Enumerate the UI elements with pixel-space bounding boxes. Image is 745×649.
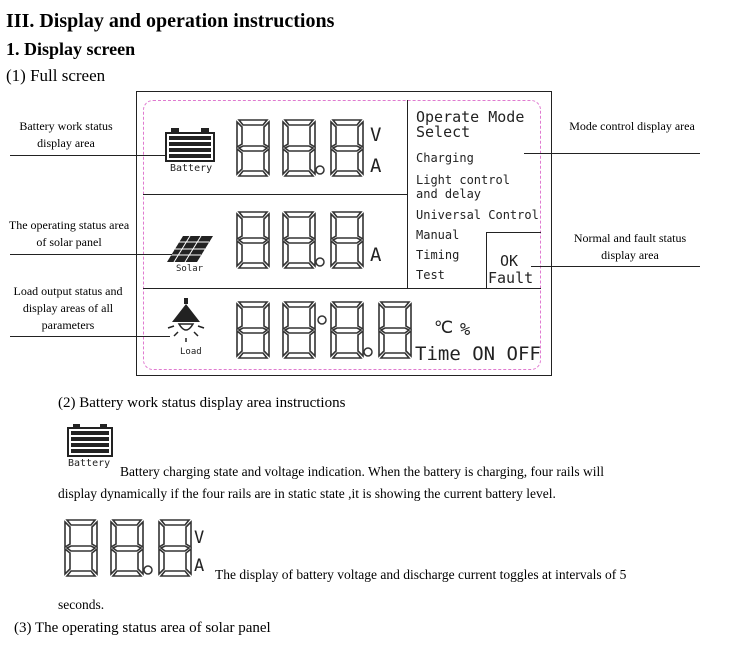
callout-fault: Normal and fault status display area: [573, 231, 687, 262]
leader-fault: [531, 266, 700, 267]
section2-paragraph2-line1: The display of battery voltage and disch…: [215, 567, 627, 582]
solar-seven-segment-display: [236, 211, 364, 269]
section2-paragraph2-line2: seconds.: [58, 597, 105, 612]
solar-icon-label: Solar: [176, 264, 204, 274]
lcd-inner-border: [143, 100, 541, 370]
fault-indicator: Fault: [488, 269, 534, 287]
mode-light-control: Light control and delay: [416, 173, 510, 201]
fault-box: [486, 232, 541, 288]
lcd-divider-row1: [143, 194, 407, 195]
subsection-heading: 1. Display screen: [6, 39, 136, 59]
lcd-divider-mode: [407, 100, 408, 288]
load-seven-segment-display: [236, 301, 412, 359]
lcd-divider-row2: [143, 288, 541, 289]
temperature-unit: ℃: [434, 318, 454, 338]
section2-title: (2) Battery work status display area ins…: [58, 395, 346, 411]
leader-mode: [524, 153, 700, 154]
callout-mode: Mode control display area: [569, 119, 695, 133]
section3-title: (3) The operating status area of solar p…: [14, 620, 271, 636]
time-on-off-label: Time ON OFF: [415, 343, 541, 365]
solar-unit-a: A: [370, 244, 382, 266]
leader-battery: [10, 155, 165, 156]
section2-paragraph1-line1: Battery charging state and voltage indic…: [120, 464, 604, 479]
leader-solar: [10, 254, 172, 255]
battery-unit-v: V: [370, 124, 382, 146]
mode-timing: Timing: [416, 248, 460, 262]
percent-unit: %: [460, 320, 471, 340]
ok-indicator: OK: [500, 252, 519, 270]
section2-unit-v: V: [194, 528, 205, 548]
battery-voltage-seven-segment: [64, 519, 192, 577]
operate-mode-title: Operate Mode Select: [416, 108, 525, 141]
callout-battery: Battery work status display area: [19, 119, 113, 150]
leader-load: [10, 336, 170, 337]
battery-icon-small: [67, 424, 113, 457]
lamp-icon: [167, 298, 205, 342]
battery-icon-label: Battery: [170, 163, 213, 174]
callout-load: Load output status and display areas of …: [13, 284, 123, 332]
section2-unit-a: A: [194, 556, 205, 576]
mode-universal-control: Universal Control: [416, 208, 539, 222]
mode-manual: Manual: [416, 228, 460, 242]
battery-unit-a: A: [370, 155, 382, 177]
battery-icon: [165, 128, 215, 162]
battery-seven-segment-display: [236, 119, 364, 177]
mode-charging: Charging: [416, 151, 474, 165]
load-icon-label: Load: [180, 347, 202, 357]
full-screen-label: (1) Full screen: [6, 66, 106, 85]
solar-panel-icon: [167, 235, 213, 263]
callout-solar: The operating status area of solar panel: [8, 218, 130, 249]
section-heading: III. Display and operation instructions: [6, 10, 335, 32]
mode-test: Test: [416, 268, 445, 282]
battery-icon-small-label: Battery: [68, 458, 111, 469]
lcd-outer-frame: [136, 91, 552, 376]
section2-paragraph1-line2: display dynamically if the four rails ar…: [58, 486, 556, 501]
